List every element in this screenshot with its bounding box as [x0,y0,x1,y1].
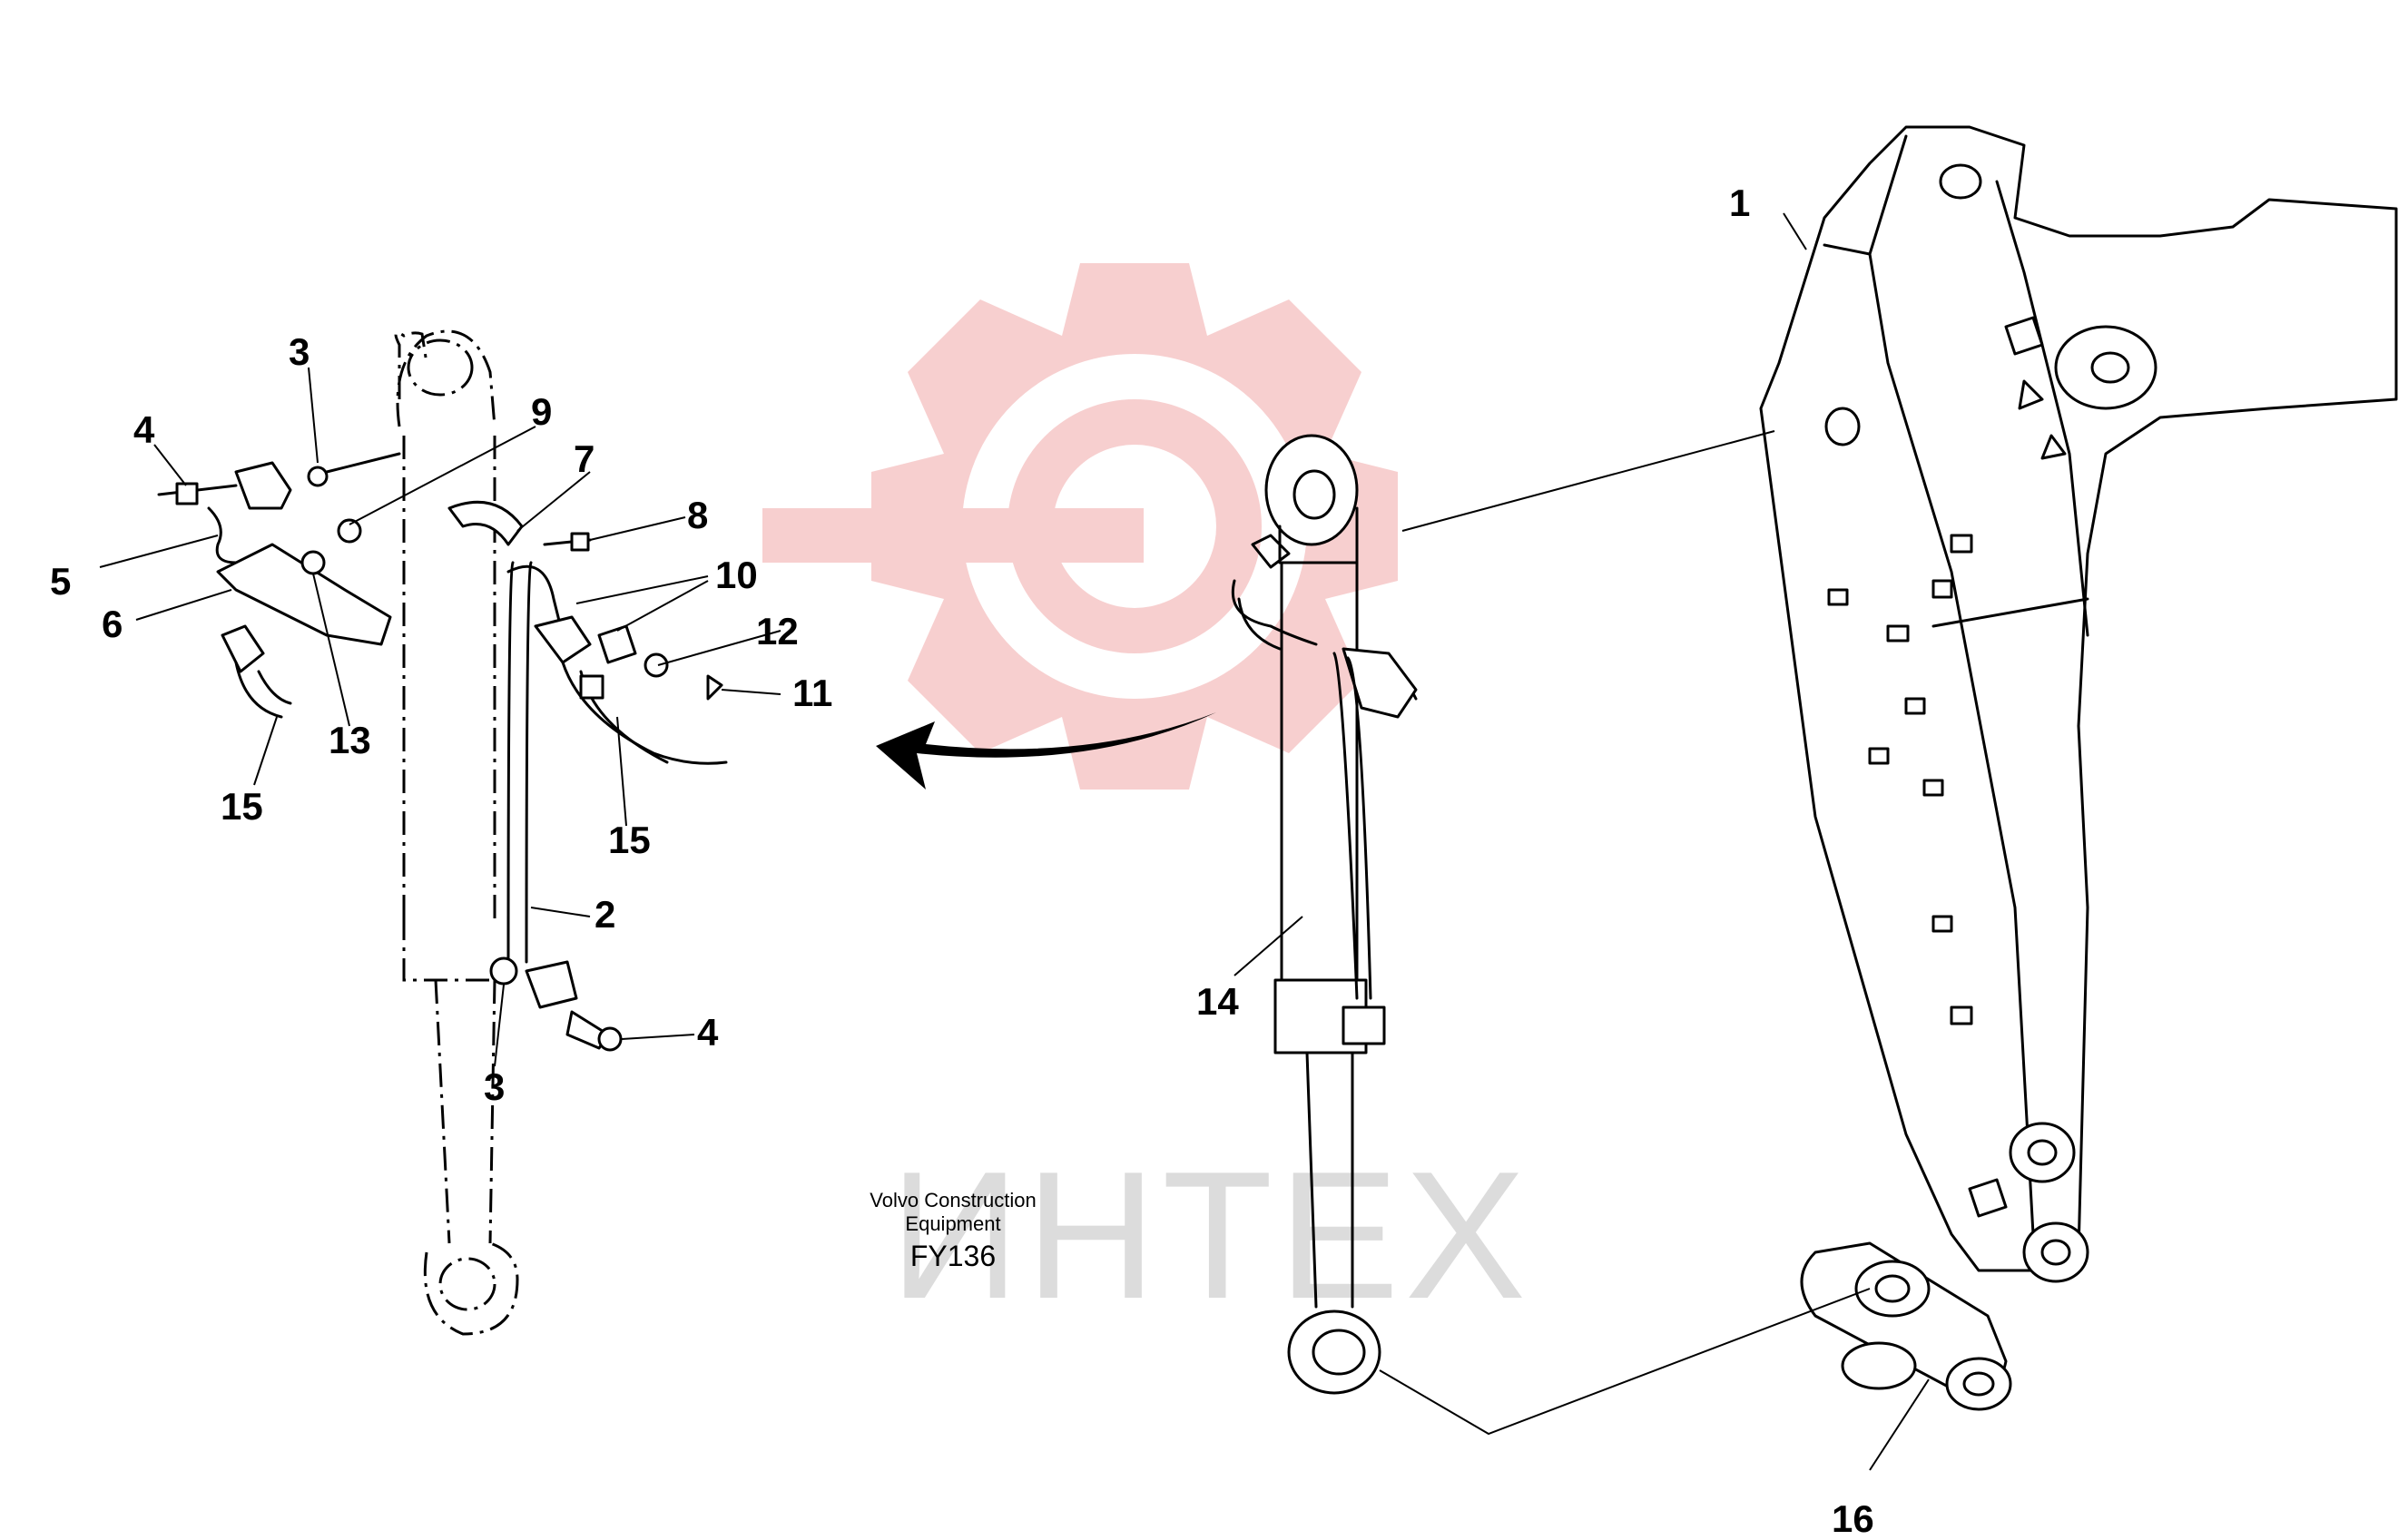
caption-line-2: Equipment [905,1212,1000,1235]
pin-connector-lines [1379,1288,1871,1436]
watermark-gear-logo [762,263,1398,790]
callout-3-top: 3 [289,330,310,373]
leader-1 [1783,212,1807,250]
callout-5: 5 [50,560,71,603]
callout-4-bottom: 4 [697,1011,719,1054]
callout-16: 16 [1832,1497,1874,1540]
left-upper-brackets [157,452,728,1052]
cylinder-to-boom-line [1401,430,1775,532]
caption-line-1: Volvo Construction [870,1189,1036,1211]
callout-6: 6 [102,603,123,645]
callout-15-right: 15 [608,819,651,861]
callout-4-top: 4 [133,408,155,451]
callout-3-bottom: 3 [484,1065,505,1108]
callout-12: 12 [756,610,799,652]
pin-assembly [1800,1241,2012,1411]
callout-2: 2 [595,893,615,936]
left-leader-lines [99,367,781,1067]
callout-9: 9 [531,390,552,433]
center-cylinder [1231,434,1418,1395]
callout-10: 10 [715,554,758,596]
callout-7: 7 [574,437,595,480]
callout-11: 11 [792,672,832,714]
callout-13: 13 [329,719,371,761]
boom-arm [1759,125,2398,1283]
callout-15-left: 15 [221,785,263,828]
leader-16 [1869,1378,1930,1471]
callout-8: 8 [687,494,708,536]
callout-1: 1 [1729,181,1750,224]
direction-arrow [876,712,1216,790]
leader-14 [1233,916,1303,976]
left-cylinder-outline [394,329,519,1336]
diagram-code: FY136 [910,1240,996,1272]
watermark-text: ИНТЕХ [889,1134,1531,1337]
callout-14: 14 [1196,980,1239,1023]
